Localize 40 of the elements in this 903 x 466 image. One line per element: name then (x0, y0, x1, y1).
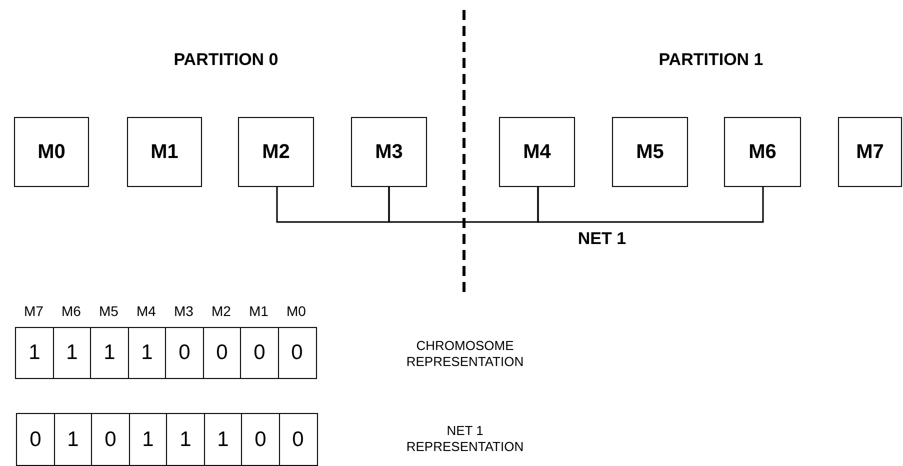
bit-cell: 0 (240, 327, 279, 379)
bit-cell: 1 (54, 413, 92, 466)
bit-cell: 0 (241, 413, 280, 466)
bit-cell: 0 (202, 327, 242, 379)
bit-cell: 0 (91, 413, 130, 466)
column-header: M1 (249, 303, 268, 319)
bit-cell: 1 (204, 413, 242, 466)
module-box: M0 (14, 117, 89, 187)
column-header: M7 (24, 303, 44, 319)
column-header: M3 (174, 303, 194, 319)
module-box: M7 (838, 117, 902, 187)
module-box: M1 (127, 117, 202, 187)
row-caption: NET 1 REPRESENTATION (405, 423, 525, 455)
module-box: M5 (612, 117, 688, 187)
bit-cell: 0 (165, 327, 204, 379)
column-header: M4 (136, 303, 156, 319)
bit-cell: 0 (278, 413, 318, 466)
partition-title: PARTITION 1 (658, 50, 764, 70)
bit-cell: 1 (15, 327, 54, 379)
column-header: M2 (212, 303, 231, 319)
bit-cell: 0 (16, 413, 55, 466)
module-box: M3 (351, 117, 427, 187)
column-header: M0 (286, 303, 306, 319)
module-box: M2 (238, 117, 314, 187)
row-caption: CHROMOSOME REPRESENTATION (405, 338, 525, 370)
bit-cell: 1 (128, 413, 168, 466)
net-label: NET 1 (578, 229, 626, 249)
bit-cell: 1 (128, 327, 166, 379)
net-wire (537, 187, 764, 223)
net-wire (276, 187, 390, 223)
module-box: M6 (724, 117, 801, 187)
partition-title: PARTITION 0 (174, 50, 278, 70)
bit-cell: 0 (278, 327, 316, 379)
column-header: M6 (62, 303, 81, 319)
bit-cell: 1 (52, 327, 92, 379)
bit-cell: 1 (166, 413, 205, 466)
column-header: M5 (99, 303, 118, 319)
module-box: M4 (499, 117, 575, 187)
net-wire (388, 187, 539, 223)
bit-cell: 1 (90, 327, 129, 379)
